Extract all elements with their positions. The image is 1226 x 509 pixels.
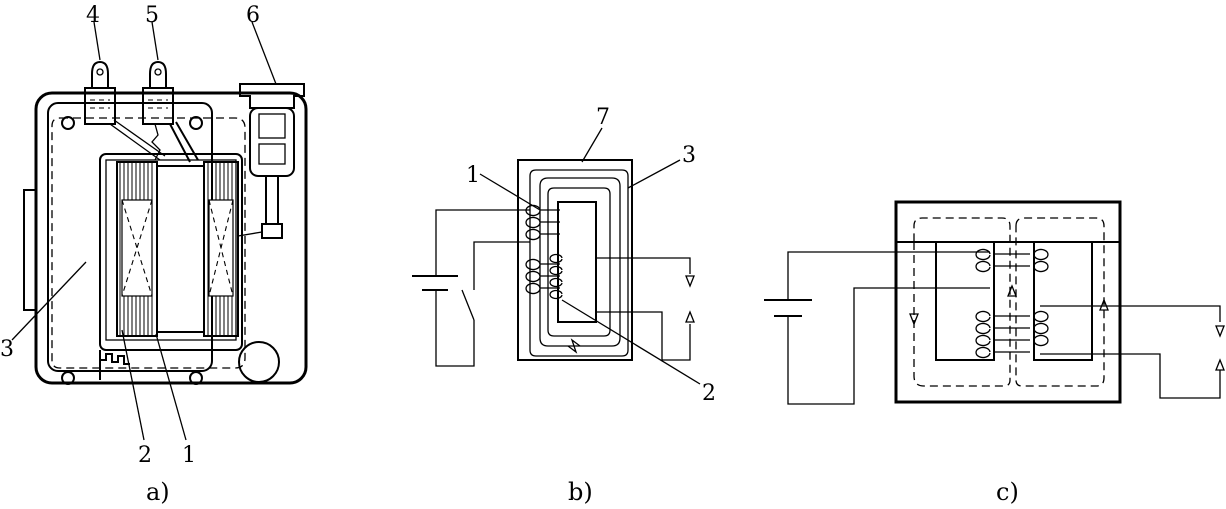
mount-hole [61, 371, 75, 385]
secondary-circuit-c [1040, 305, 1221, 399]
window-left [935, 241, 995, 361]
leader-b7 [581, 127, 603, 163]
flux-arrow [909, 313, 919, 326]
mount-hole [61, 116, 75, 130]
leader-5 [151, 21, 159, 61]
gap-arrow-top-c [1215, 325, 1225, 338]
secondary-circuit [596, 257, 691, 361]
flux-arrow [1099, 298, 1109, 311]
label-5: 5 [145, 3, 159, 28]
panel-a: 4 5 6 3 2 1 a) [0, 3, 308, 506]
gap-arrow-bottom-c [1215, 358, 1225, 371]
leader-3 [11, 261, 87, 341]
flux-line [529, 169, 629, 357]
primary-circuit [435, 209, 530, 367]
label-3: 3 [0, 337, 14, 362]
terminal-5 [142, 60, 174, 125]
flux-path-right [1015, 217, 1105, 387]
panel-b: 1 2 3 7 b) [412, 105, 716, 506]
leader-b3 [627, 159, 681, 189]
gap-arrow-bottom [685, 310, 695, 323]
primary-winding [525, 204, 560, 295]
core-leg [557, 201, 597, 323]
winding-left [116, 161, 158, 337]
primary-winding-c [975, 248, 1049, 273]
switch [461, 241, 530, 321]
coil-frame-inner [105, 159, 237, 341]
caption-c: c) [996, 478, 1019, 506]
comb-detail [99, 350, 130, 380]
flux-arrow [1007, 284, 1017, 297]
flux-path-left [913, 217, 1011, 387]
leader-1 [155, 333, 187, 441]
panel-c: c) [764, 200, 1225, 506]
core-outline-dashed [51, 117, 246, 369]
label-b3: 3 [682, 143, 696, 168]
spark-gap [567, 338, 581, 354]
side-bracket [23, 189, 37, 311]
hv-socket-6 [237, 83, 305, 239]
leader-4 [93, 21, 101, 61]
label-4: 4 [86, 3, 100, 28]
leader-6 [251, 21, 277, 85]
secondary-winding-c [975, 310, 1049, 359]
primary-circuit-c [787, 251, 990, 405]
coil-frame [99, 153, 243, 351]
label-b1: 1 [466, 163, 480, 188]
flux-line [539, 177, 621, 347]
gap-arrow-top [685, 275, 695, 288]
caption-a: a) [146, 478, 170, 506]
leader-b1 [479, 173, 541, 211]
label-b2: 2 [702, 381, 716, 406]
core-center [157, 165, 204, 333]
terminal-4 [84, 60, 116, 125]
vent-hole [238, 341, 280, 383]
leader-b2 [561, 299, 701, 385]
caption-b: b) [568, 478, 593, 506]
label-2: 2 [138, 443, 152, 468]
core-frame [894, 200, 1122, 404]
secondary-winding [549, 253, 563, 300]
mount-hole [189, 371, 203, 385]
battery-c [764, 299, 812, 317]
label-6: 6 [246, 3, 260, 28]
leader-2 [121, 329, 145, 441]
label-1: 1 [182, 443, 196, 468]
battery [412, 275, 458, 291]
mount-hole [189, 116, 203, 130]
core-outer [517, 159, 633, 361]
flux-line [547, 187, 611, 337]
window-right [1033, 241, 1093, 361]
label-b7: 7 [596, 105, 610, 130]
winding-right [203, 161, 239, 337]
